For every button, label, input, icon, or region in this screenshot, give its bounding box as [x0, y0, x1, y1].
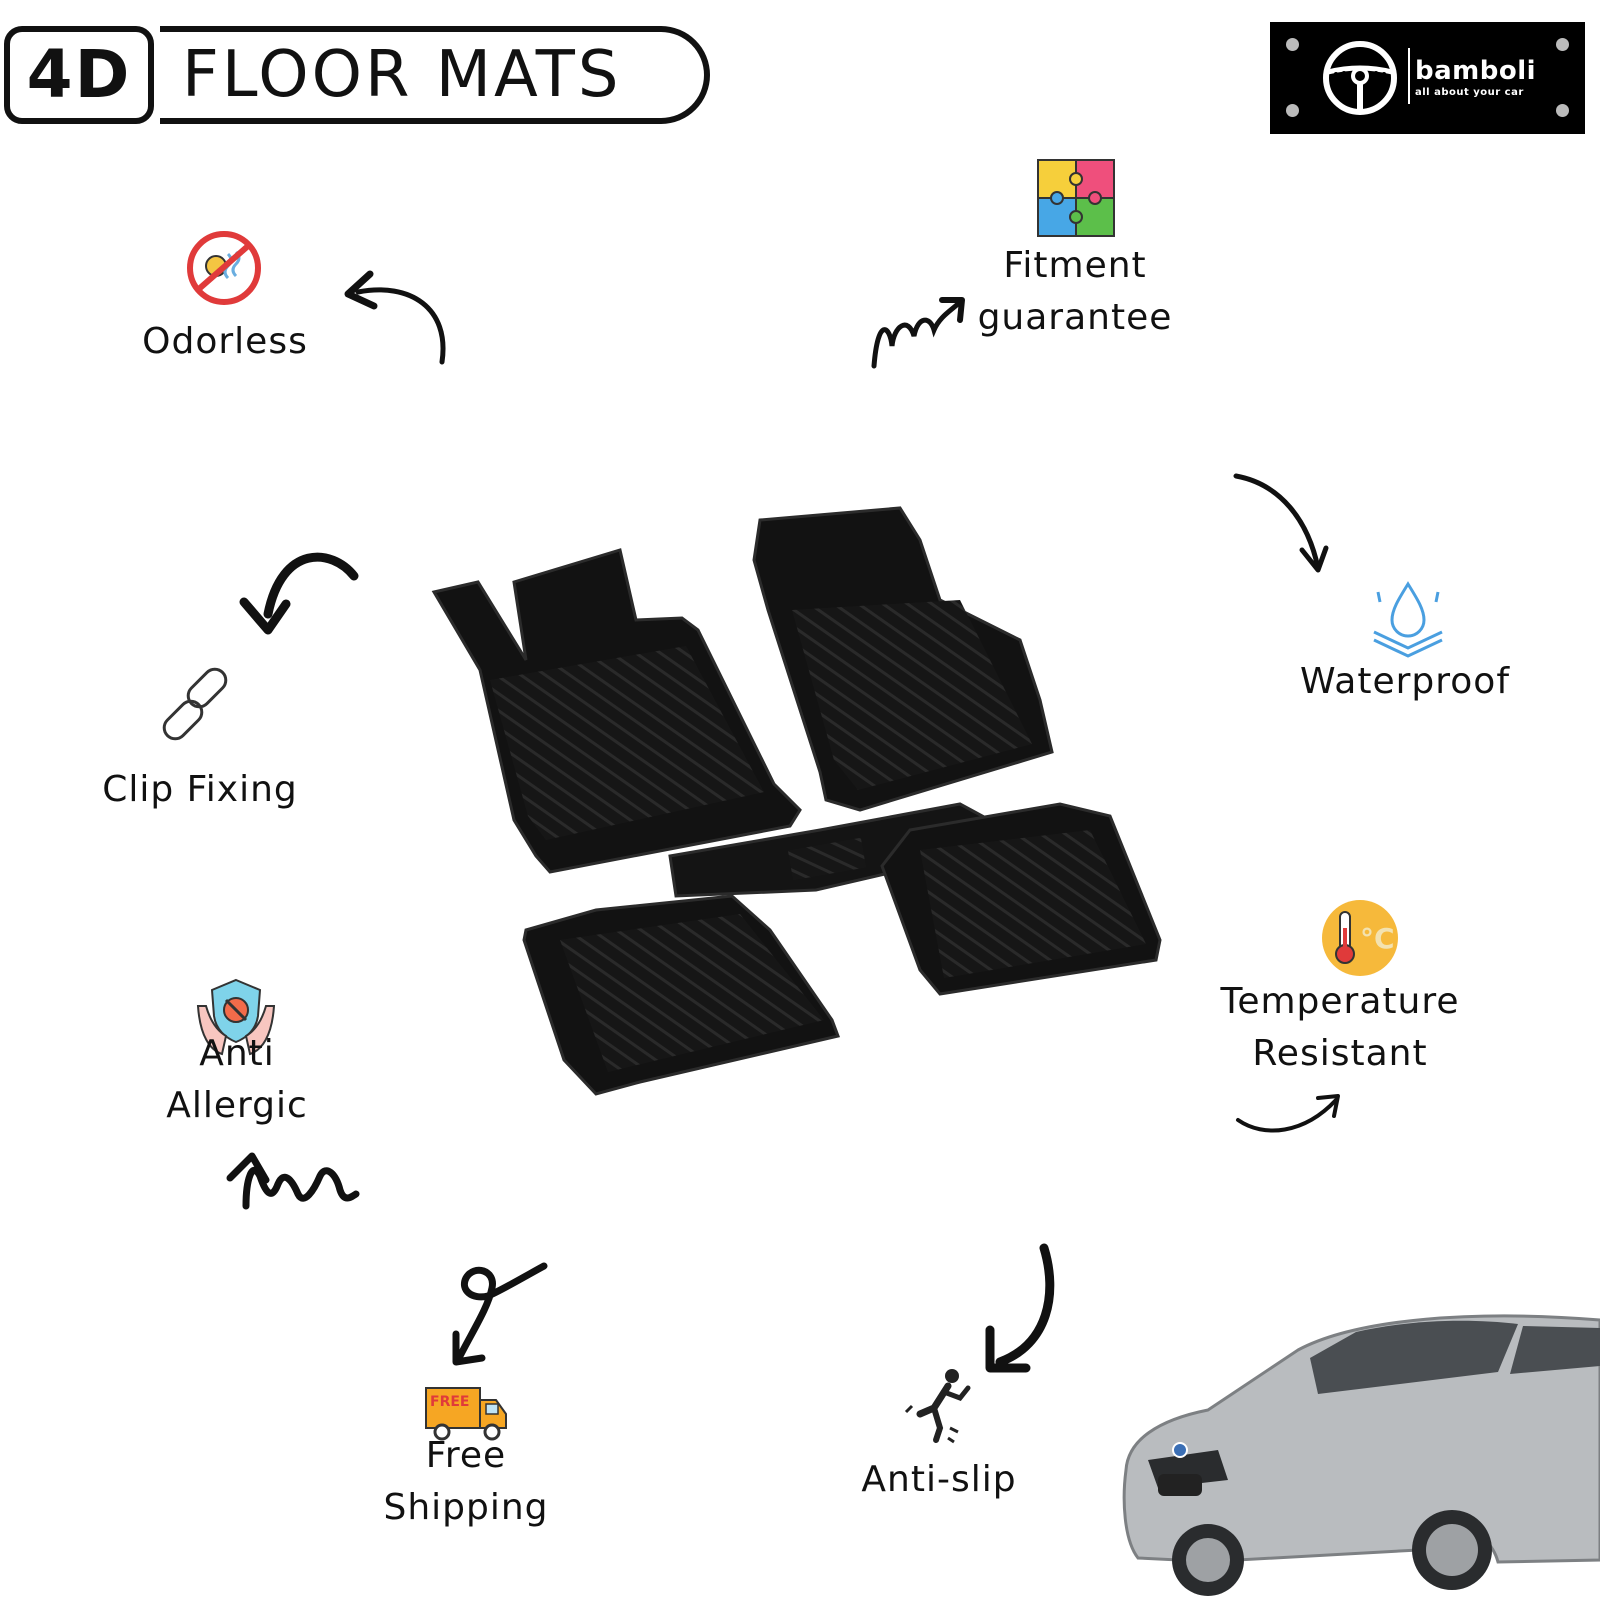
zigzag-arrow-icon: [871, 297, 965, 369]
feature-waterproof-label: Waterproof: [1299, 661, 1510, 702]
water-drop-icon: [1373, 581, 1443, 658]
brand-logo: bamboli all about your car: [1270, 22, 1585, 134]
curved-arrow-icon: [1233, 473, 1329, 573]
feature-odorless-label: Odorless: [142, 321, 308, 362]
puzzle-icon: [1037, 159, 1115, 237]
zigzag-arrow-icon: [226, 1152, 360, 1210]
feature-allergic-label: Anti Allergic: [166, 1033, 308, 1126]
delivery-truck-icon: FREE: [425, 1387, 507, 1441]
svg-text:°C: °C: [1360, 922, 1395, 955]
thermometer-icon: °C: [1322, 900, 1398, 976]
car-image: [1122, 1314, 1600, 1596]
title-pill-outline: [160, 26, 710, 124]
page-title: FLOOR MATS: [182, 38, 622, 112]
steering-wheel-icon: [1323, 41, 1397, 115]
feature-clip-label: Clip Fixing: [102, 769, 298, 810]
truck-free-text: FREE: [430, 1394, 469, 1410]
feature-fitment-label: Fitment guarantee: [977, 245, 1173, 338]
badge-4d: 4D: [4, 26, 154, 124]
curved-arrow-icon: [344, 270, 446, 365]
feature-temperature-label: Temperature Resistant: [1220, 981, 1460, 1074]
curved-arrow-icon: [239, 552, 359, 635]
curved-arrow-icon: [1236, 1094, 1340, 1133]
slipping-person-icon: [904, 1369, 971, 1444]
brand-tagline: all about your car: [1415, 87, 1524, 98]
chain-link-icon: [162, 667, 228, 741]
logo-screw: [1286, 104, 1299, 117]
logo-screw: [1286, 38, 1299, 51]
feature-antislip-label: Anti-slip: [861, 1459, 1017, 1500]
floor-mats-image: [431, 506, 1162, 1096]
brand-name: bamboli: [1415, 56, 1537, 86]
logo-screw: [1556, 38, 1569, 51]
shield-hands-icon: [196, 978, 276, 1056]
feature-shipping-label: Free Shipping: [383, 1435, 549, 1528]
logo-divider: [1408, 48, 1410, 104]
loop-arrow-icon: [452, 1262, 548, 1366]
no-odor-icon: [187, 231, 261, 305]
logo-screw: [1556, 104, 1569, 117]
curved-arrow-icon: [985, 1243, 1055, 1373]
